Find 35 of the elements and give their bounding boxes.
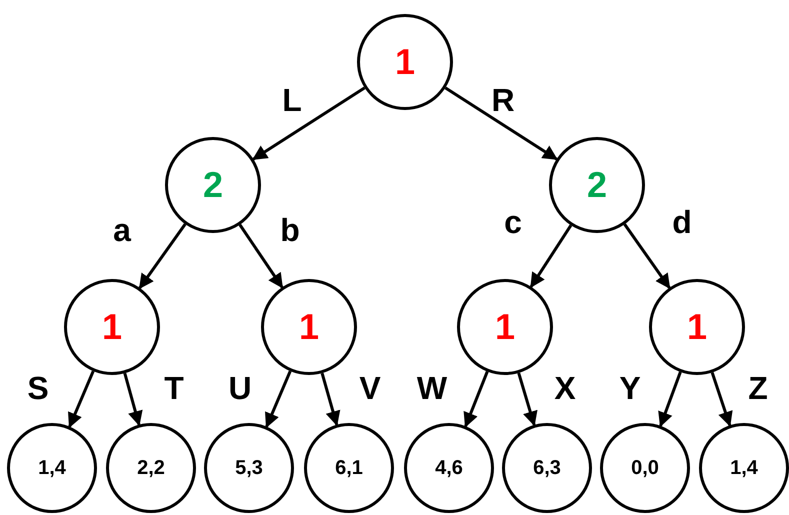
edge-label: d (672, 206, 692, 238)
node-value: 2,2 (137, 456, 165, 481)
node-value: 1 (494, 305, 516, 349)
edge-label: Z (748, 372, 768, 404)
edge-label: b (280, 214, 300, 246)
node-value: 1 (686, 305, 708, 349)
edge-label: R (491, 84, 515, 116)
node-value: 1,4 (38, 456, 66, 481)
edge-label: a (113, 214, 131, 246)
node-value: 2 (586, 163, 608, 207)
edge-label: Y (619, 372, 641, 404)
node-value: 0,0 (631, 456, 659, 481)
arrow (623, 223, 671, 289)
arrow (530, 224, 572, 288)
arrow (238, 224, 284, 288)
edge-label: X (554, 372, 576, 404)
node-value: 2 (202, 163, 224, 207)
edge-label: c (504, 206, 522, 238)
edge-label: L (282, 84, 302, 116)
node-value: 1 (102, 305, 122, 349)
arrow (252, 86, 366, 160)
edge-label: U (228, 372, 252, 404)
node-value: 4,6 (435, 456, 463, 481)
node-value: 1,4 (730, 456, 758, 481)
arrow (138, 223, 186, 290)
edge-label: W (416, 372, 448, 404)
node-value: 6,3 (533, 456, 561, 481)
node-value: 6,1 (335, 456, 363, 481)
edge-label: S (27, 372, 49, 404)
node-value: 1 (394, 40, 416, 84)
edge-label: V (359, 372, 381, 404)
arrow (444, 86, 558, 160)
edge-label: T (164, 372, 184, 404)
node-value: 5,3 (235, 456, 263, 481)
node-value: 1 (298, 305, 320, 349)
